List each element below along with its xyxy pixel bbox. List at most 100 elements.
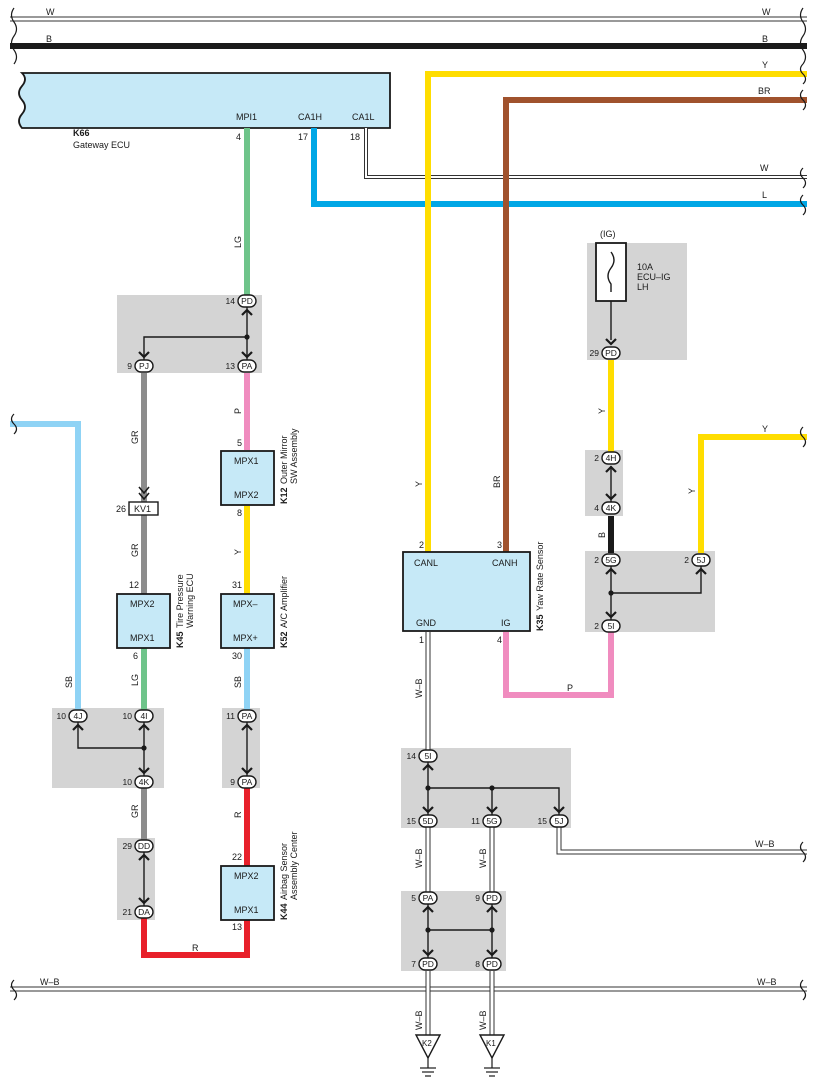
connector-no: 21 [123,907,133,917]
fuse-supply: (IG) [600,229,616,239]
k35-no-canl: 2 [419,540,424,550]
wire-label-b1: B [597,532,607,538]
connector-j22: PD9 [475,891,502,913]
k44-pin-top: MPX2 [234,871,259,881]
connector-pill [237,775,257,789]
arrow-icon [241,351,253,359]
connector-no: 15 [538,816,548,826]
connector-id: PJ [139,361,149,371]
arrow-icon [138,767,150,775]
arrow-icon [422,949,434,957]
connector-id: 5G [605,555,616,565]
connector-pill [418,814,438,828]
arrow-icon [553,806,565,814]
arrow-icon [138,351,150,359]
k52-box [220,593,275,649]
wire-label-lg2: LG [130,674,140,686]
bus-label-wb-right: W–B [757,977,777,987]
connector-pill [68,709,88,723]
connector-j20: 5J 15 [538,806,569,828]
connector-no: 4 [594,503,599,513]
k12-no-top: 5 [237,438,242,448]
wire-label-lg1: LG [233,236,243,248]
k52-pin-bot: MPX+ [233,633,258,643]
k35-pin-canl: CANL [414,558,438,568]
fuse-side: LH [637,282,649,292]
connector-j12: 4H2 [594,451,621,473]
k35-code: K35 [535,614,545,631]
fuse-rating: 10A [637,262,653,272]
gateway-pin-no-4: 4 [236,132,241,142]
wire-label-y-right: Y [597,408,607,414]
arrow-icon [486,949,498,957]
connector-id: PA [242,361,253,371]
fuse-icon [607,251,615,292]
connector-pill [134,905,154,919]
connector-id: PD [422,959,434,969]
wire-label-sb2: SB [64,676,74,688]
connector-no: 29 [123,841,133,851]
connector-id: PA [242,777,253,787]
k12-no-bot: 8 [237,508,242,518]
connector-no: 8 [475,959,480,969]
connector-j16: 5I2 [594,611,621,633]
connector-id: 4H [606,453,617,463]
wire-label-y1: Y [233,549,243,555]
components [116,242,627,921]
connector-j9: DD 29 [123,839,154,861]
k35-no-gnd: 1 [419,635,424,645]
connector-pill [418,957,438,971]
connector-j21: PA5 [411,891,438,913]
gateway-ecu-code: K66 [73,128,90,138]
k45-name2: Warning ECU [185,573,195,628]
wire-label-gr2: GR [130,543,140,557]
k52-pin-top: MPX– [233,599,258,609]
wire-label-wb2: W–B [414,848,424,868]
connector-no: 2 [594,621,599,631]
bus-label-wb-left: W–B [40,977,60,987]
connector-id: 5J [555,816,564,826]
connector-id: DD [138,841,150,851]
connector-pill [237,294,257,308]
arrow-icon [605,611,617,619]
wire-label-y-left: Y [414,481,424,487]
connector-id: 4I [140,711,147,721]
k52-code: K52 [279,631,289,648]
ground-k2-label: K2 [422,1039,432,1048]
connector-no: 11 [226,711,235,721]
ground-k2-icon [414,1034,442,1060]
connector-j24: PD8 [475,949,502,971]
k45-no-bot: 6 [133,651,138,661]
wire-label-sb1: SB [233,676,243,688]
wire-label-gr3: GR [130,804,140,818]
arrow-icon [241,723,253,731]
k12-name1: Outer Mirror [279,435,289,484]
k45-no-top: 12 [129,580,139,590]
connector-j23: PD7 [411,949,438,971]
connector-no: 9 [230,777,235,787]
connector-pill [418,749,438,763]
k44-name2: Assembly Center [289,831,299,900]
gateway-ecu: K66 Gateway ECU MPI1 CA1H CA1L 4 17 18 [18,72,391,150]
arrow-icon [241,308,253,316]
bus-label-b-left: B [46,34,52,44]
connector-no: 15 [407,816,417,826]
wire-label-br-mid: BR [492,475,502,488]
wire-label-y: Y [762,60,768,70]
kv1-connector [128,501,159,516]
kv1-arrow-icon [138,486,150,501]
wire-label-r2: R [192,943,199,953]
k35-box [402,551,531,632]
junction-internal-wiring [77,307,702,961]
gateway-ecu-name: Gateway ECU [73,140,130,150]
k52-name1: A/C Amplifier [279,576,289,628]
